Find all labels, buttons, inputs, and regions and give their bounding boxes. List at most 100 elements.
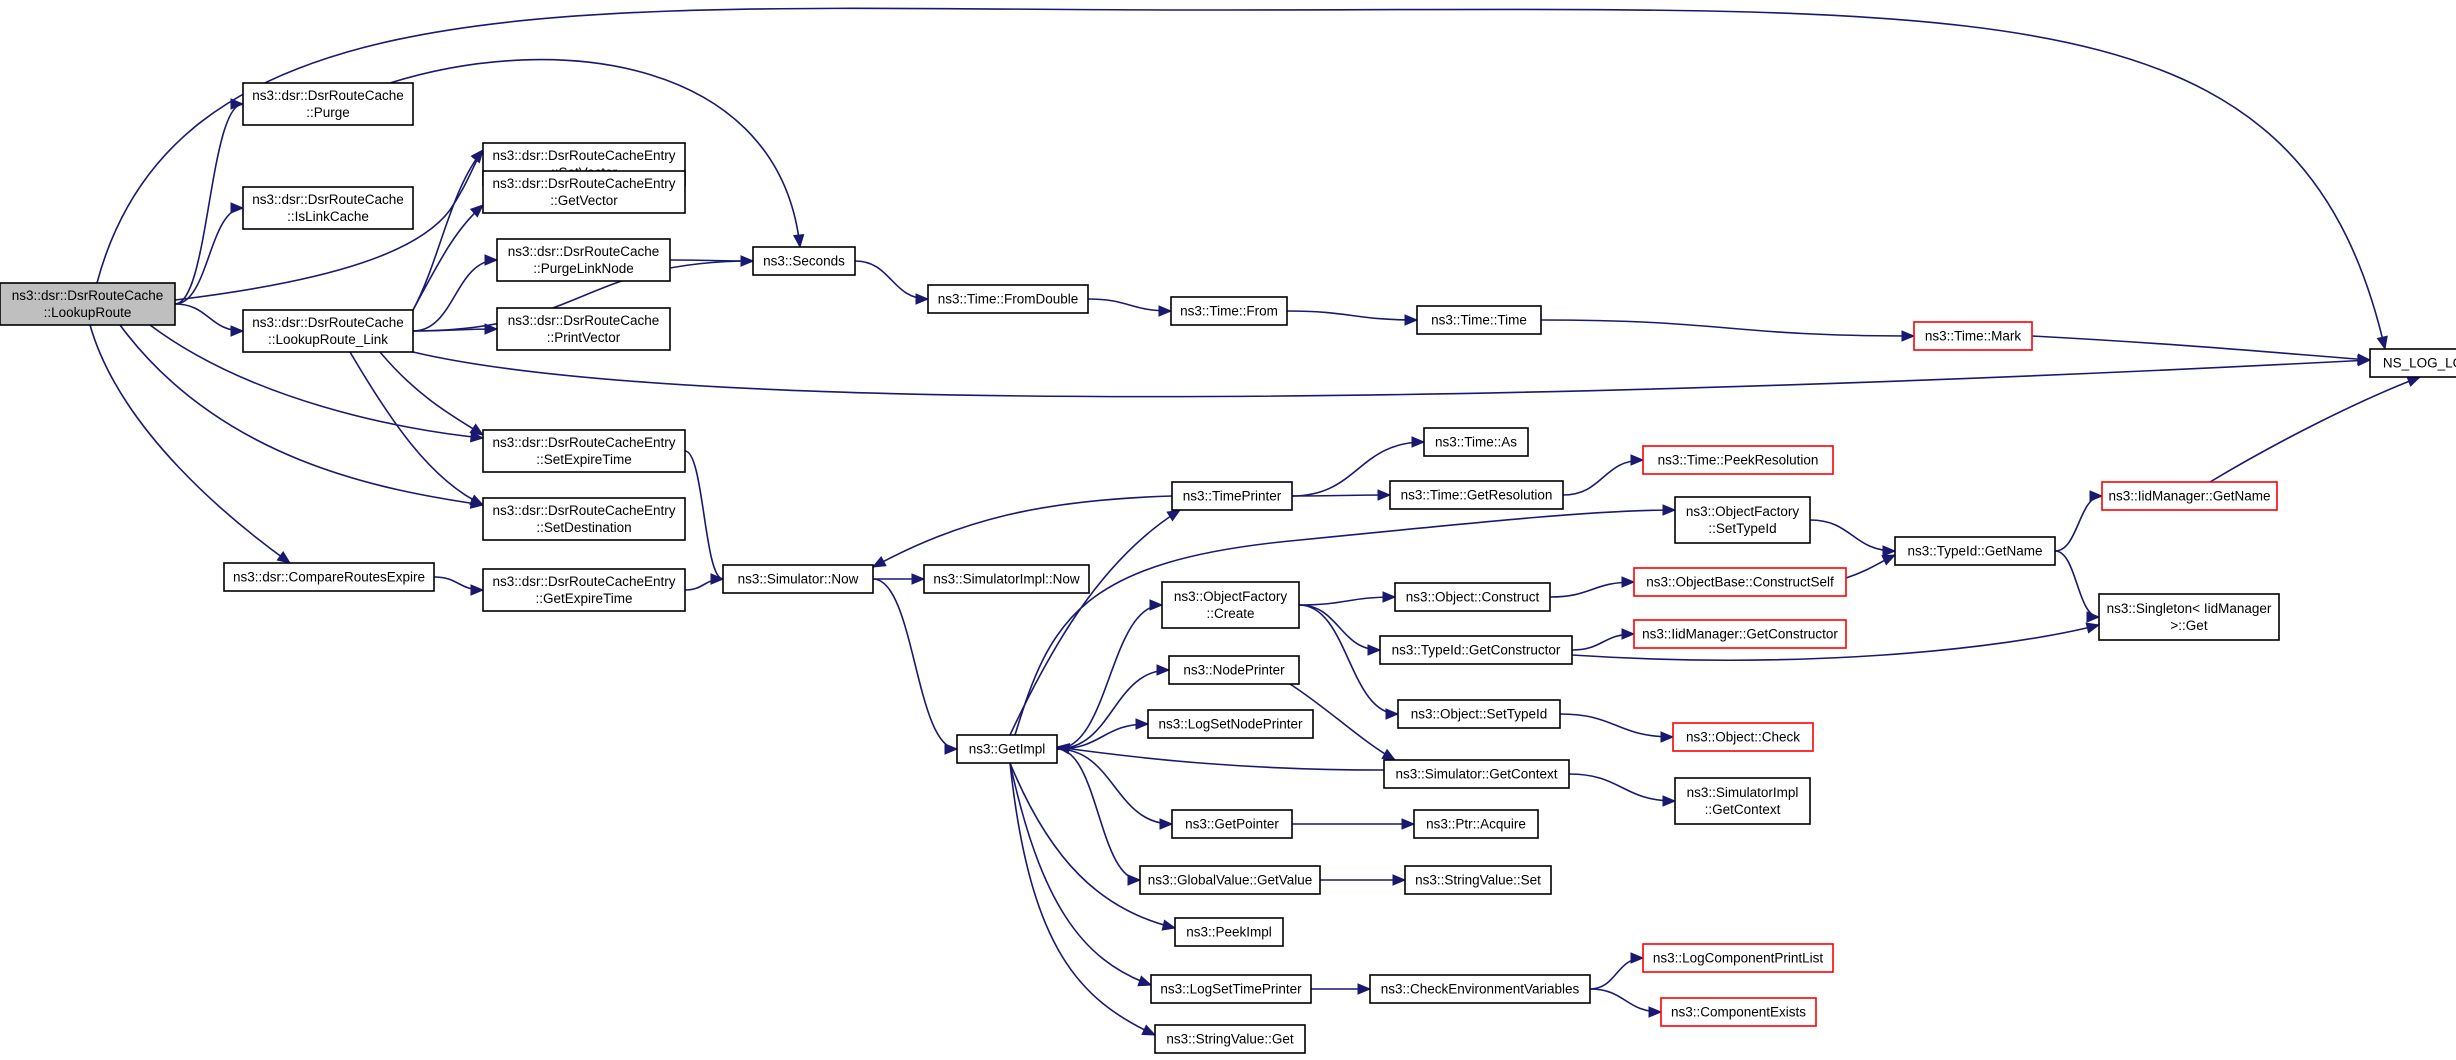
node-box [1383, 759, 1570, 789]
node-label: ns3::TypeId::GetName [1907, 544, 2042, 559]
edge-timeprinter-to-simnow [871, 495, 1173, 568]
node-getresolution[interactable]: ns3::Time::GetResolution [1389, 480, 1564, 510]
node-box [242, 82, 414, 126]
node-setexpiretime[interactable]: ns3::dsr::DsrRouteCacheEntry::SetExpireT… [482, 429, 686, 473]
node-box [1404, 865, 1552, 895]
edge-lookuproute-to-lookuproute_link [174, 303, 245, 337]
node-stringvalueget[interactable]: ns3::StringValue::Get [1154, 1024, 1306, 1054]
node-getvector[interactable]: ns3::dsr::DsrRouteCacheEntry::GetVector [482, 170, 686, 214]
edge-time-to-mark [1540, 319, 1916, 342]
node-simimplgetcontext[interactable]: ns3::SimulatorImpl::GetContext [1674, 777, 1811, 825]
node-stringvalueset[interactable]: ns3::StringValue::Set [1404, 865, 1552, 895]
node-mark[interactable]: ns3::Time::Mark [1913, 321, 2033, 351]
edge-getimpl-to-stringvalueget [1009, 762, 1157, 1036]
edge-lookuproute_link-to-purgelinknode [412, 254, 499, 332]
node-from[interactable]: ns3::Time::From [1170, 296, 1288, 326]
node-box [482, 497, 686, 541]
node-box [1397, 699, 1561, 729]
node-box [1389, 480, 1564, 510]
edge-lookuproute_link-to-nslog [412, 351, 2372, 398]
node-printvector[interactable]: ns3::dsr::DsrRouteCache::PrintVector [496, 307, 671, 351]
node-as[interactable]: ns3::Time::As [1423, 427, 1529, 457]
edge-getpointer-to-ptracquire [1292, 818, 1416, 830]
node-componentexists[interactable]: ns3::ComponentExists [1660, 997, 1817, 1027]
edge-getimpl-to-globalvaluegetvalue [1056, 748, 1142, 886]
node-label: ns3::dsr::DsrRouteCacheEntry [492, 574, 675, 589]
node-getpointer[interactable]: ns3::GetPointer [1171, 809, 1293, 839]
node-checkenv[interactable]: ns3::CheckEnvironmentVariables [1369, 974, 1591, 1004]
node-iidmanagergetconstructor[interactable]: ns3::IidManager::GetConstructor [1633, 619, 1847, 649]
node-fromdouble[interactable]: ns3::Time::FromDouble [927, 284, 1089, 314]
node-label: ns3::IidManager::GetName [2108, 489, 2270, 504]
node-nslog[interactable]: NS_LOG_LOGIC [2369, 348, 2456, 378]
edge-lookuproute-to-purge [174, 98, 245, 305]
node-label: ns3::Seconds [763, 254, 845, 269]
node-getexpiretime[interactable]: ns3::dsr::DsrRouteCacheEntry::GetExpireT… [482, 568, 686, 612]
node-label: ::SetTypeId [1708, 521, 1776, 536]
node-simnow[interactable]: ns3::Simulator::Now [722, 564, 874, 594]
node-label: ns3::Ptr::Acquire [1426, 817, 1526, 832]
node-box [1633, 619, 1847, 649]
node-box [2101, 481, 2278, 511]
node-time[interactable]: ns3::Time::Time [1416, 305, 1542, 335]
node-globalvaluegetvalue[interactable]: ns3::GlobalValue::GetValue [1139, 865, 1321, 895]
node-box [2369, 348, 2456, 378]
node-getimpl[interactable]: ns3::GetImpl [956, 734, 1058, 764]
node-ptracquire[interactable]: ns3::Ptr::Acquire [1413, 809, 1539, 839]
node-peekresolution[interactable]: ns3::Time::PeekResolution [1642, 445, 1834, 475]
node-purgelinknode[interactable]: ns3::dsr::DsrRouteCache::PurgeLinkNode [496, 238, 671, 282]
node-label: ns3::dsr::DsrRouteCache [252, 315, 404, 330]
node-seconds[interactable]: ns3::Seconds [752, 246, 856, 276]
edge-logsettimeprinter-to-checkenv [1311, 983, 1372, 995]
node-logcomponentprintlist[interactable]: ns3::LogComponentPrintList [1642, 943, 1834, 973]
node-label: ::IsLinkCache [287, 209, 369, 224]
node-box [1168, 655, 1300, 685]
node-label: ::SetExpireTime [536, 452, 632, 467]
node-box [1171, 481, 1293, 511]
node-box [482, 170, 686, 214]
node-logsetnodeprinter[interactable]: ns3::LogSetNodePrinter [1147, 709, 1314, 739]
node-box [1171, 809, 1293, 839]
node-label: ns3::Time::PeekResolution [1658, 453, 1819, 468]
node-objfactorycreate[interactable]: ns3::ObjectFactory::Create [1161, 581, 1300, 629]
node-lookuproute_link[interactable]: ns3::dsr::DsrRouteCache::LookupRoute_Lin… [242, 309, 414, 353]
edge-objfactorycreate-to-objectsettypeid [1298, 604, 1400, 720]
node-label: ns3::Object::Construct [1406, 590, 1540, 605]
node-label: ::GetContext [1705, 802, 1781, 817]
node-box [1369, 974, 1591, 1004]
edge-compareroutesexpire-to-getexpiretime [433, 576, 485, 596]
edge-objfactorycreate-to-objectconstruct [1298, 591, 1397, 606]
node-compareroutesexpire[interactable]: ns3::dsr::CompareRoutesExpire [223, 562, 435, 592]
node-objectconstruct[interactable]: ns3::Object::Construct [1394, 582, 1551, 612]
node-label: ::Create [1206, 606, 1254, 621]
node-objfactorysettypeid[interactable]: ns3::ObjectFactory::SetTypeId [1674, 496, 1811, 544]
node-typeidgetname[interactable]: ns3::TypeId::GetName [1894, 536, 2056, 566]
node-label: ns3::ComponentExists [1671, 1005, 1806, 1020]
node-logsettimeprinter[interactable]: ns3::LogSetTimePrinter [1150, 974, 1312, 1004]
edge-objfactorysettypeid-to-typeidgetname [1809, 519, 1897, 557]
node-label: ns3::dsr::DsrRouteCacheEntry [492, 503, 675, 518]
node-label: ns3::GetPointer [1185, 817, 1279, 832]
node-constructself[interactable]: ns3::ObjectBase::ConstructSelf [1633, 567, 1847, 597]
node-islinkcache[interactable]: ns3::dsr::DsrRouteCache::IsLinkCache [242, 186, 414, 230]
edge-getresolution-to-peekresolution [1562, 454, 1645, 496]
edge-simgetcontext-to-getimpl [1055, 743, 1385, 771]
node-iidmanagergetname[interactable]: ns3::IidManager::GetName [2101, 481, 2278, 511]
node-lookuproute[interactable]: ns3::dsr::DsrRouteCache::LookupRoute [0, 282, 176, 326]
node-setdestination[interactable]: ns3::dsr::DsrRouteCacheEntry::SetDestina… [482, 497, 686, 541]
node-simgetcontext[interactable]: ns3::Simulator::GetContext [1383, 759, 1570, 789]
node-objectcheck[interactable]: ns3::Object::Check [1672, 722, 1814, 752]
node-singletonget[interactable]: ns3::Singleton< IidManager>::Get [2098, 593, 2280, 641]
node-peekimpl[interactable]: ns3::PeekImpl [1174, 917, 1284, 947]
node-typeidgetconstructor[interactable]: ns3::TypeId::GetConstructor [1379, 635, 1573, 665]
edge-checkenv-to-componentexists [1589, 988, 1663, 1018]
node-nodeprinter[interactable]: ns3::NodePrinter [1168, 655, 1300, 685]
node-simimplnow[interactable]: ns3::SimulatorImpl::Now [923, 564, 1090, 594]
node-timeprinter[interactable]: ns3::TimePrinter [1171, 481, 1293, 511]
node-box [2098, 593, 2280, 641]
node-box [722, 564, 874, 594]
edge-from-to-time [1286, 310, 1419, 326]
node-purge[interactable]: ns3::dsr::DsrRouteCache::Purge [242, 82, 414, 126]
node-label: ns3::Time::GetResolution [1401, 488, 1553, 503]
node-objectsettypeid[interactable]: ns3::Object::SetTypeId [1397, 699, 1561, 729]
